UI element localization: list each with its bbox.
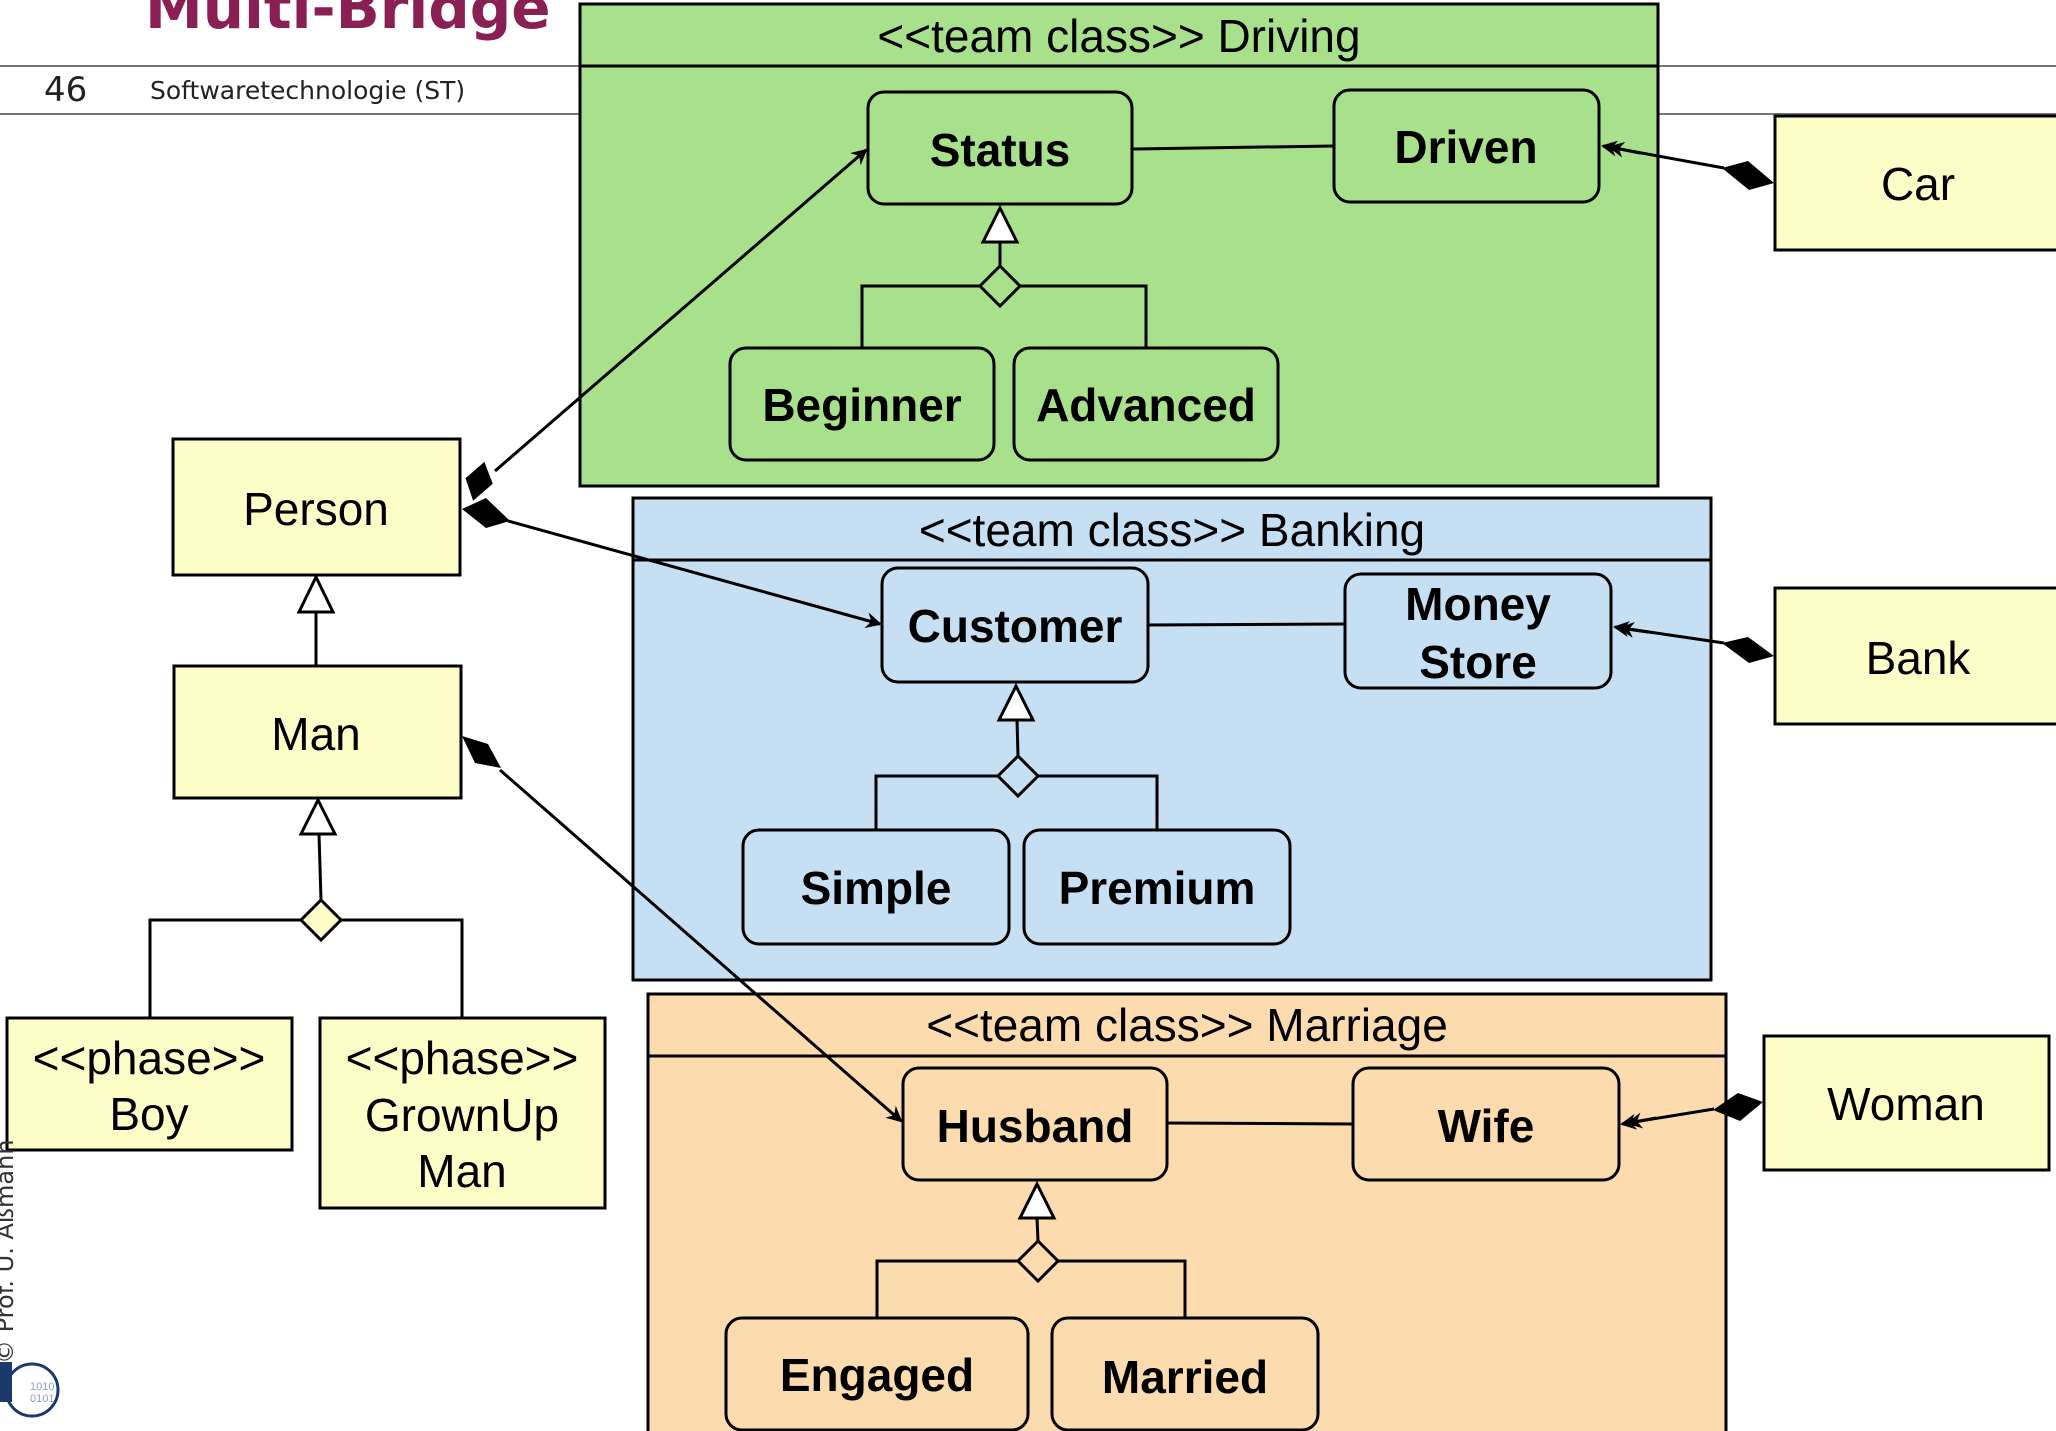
- generalization-diamond: [1015, 1238, 1061, 1284]
- class-bank-label: Bank: [1866, 632, 1972, 684]
- class-woman-label: Woman: [1827, 1078, 1985, 1130]
- svg-text:0101: 0101: [30, 1393, 54, 1405]
- role-status-label: Status: [930, 124, 1071, 176]
- class-man-label: Man: [271, 708, 360, 760]
- plays-relation-man-husband: [462, 736, 903, 1123]
- generalization-diamond: [995, 753, 1041, 799]
- class-grownup-label-2: Man: [417, 1145, 506, 1197]
- team-marriage: <<team class>> Marriage Husband Wife Eng…: [646, 992, 1728, 1431]
- class-woman: Woman: [1762, 1034, 2051, 1172]
- class-grownup-label-1: GrownUp: [365, 1089, 559, 1141]
- role-husband-label: Husband: [937, 1100, 1134, 1152]
- author-credit: © Prof. U. Aßmann: [0, 1139, 19, 1364]
- class-car: Car: [1773, 114, 2056, 252]
- role-customer-label: Customer: [908, 600, 1123, 652]
- svg-text:1010: 1010: [30, 1381, 54, 1393]
- team-marriage-header: <<team class>> Marriage: [926, 999, 1448, 1051]
- generalization-diamond: [298, 897, 344, 943]
- plays-relation-person-customer: [462, 498, 882, 628]
- role-money-store-label-1: Money: [1405, 578, 1551, 630]
- role-simple-label: Simple: [801, 862, 952, 914]
- role-engaged-label: Engaged: [780, 1349, 974, 1401]
- team-banking-header: <<team class>> Banking: [919, 504, 1425, 556]
- plays-relation-car-driven: [1601, 140, 1774, 190]
- role-beginner-label: Beginner: [762, 379, 961, 431]
- class-boy-label: Boy: [109, 1088, 188, 1140]
- plays-relation-person-status: [465, 148, 868, 501]
- class-boy-stereotype: <<phase>>: [33, 1032, 266, 1084]
- inheritance-triangle: [980, 204, 1020, 244]
- inheritance-triangle: [1017, 1180, 1057, 1220]
- role-driven-label: Driven: [1394, 121, 1537, 173]
- role-premium-label: Premium: [1059, 862, 1256, 914]
- role-wife-label: Wife: [1438, 1100, 1535, 1152]
- team-banking: <<team class>> Banking Customer Money St…: [631, 496, 1713, 982]
- class-bank: Bank: [1773, 586, 2056, 726]
- inheritance-triangle: [296, 573, 336, 614]
- role-advanced-label: Advanced: [1036, 379, 1256, 431]
- page-number: 46: [44, 70, 88, 110]
- team-driving-header: <<team class>> Driving: [877, 10, 1360, 62]
- class-car-label: Car: [1881, 158, 1955, 210]
- role-money-store: [1343, 572, 1613, 690]
- inheritance-triangle: [298, 796, 338, 836]
- class-grownup-stereotype: <<phase>>: [346, 1032, 579, 1084]
- inheritance-triangle: [996, 682, 1036, 722]
- course-name: Softwaretechnologie (ST): [150, 76, 466, 105]
- university-logo-icon: 1010 0101: [0, 1362, 60, 1418]
- slide-title: Multi-Bridge: [145, 0, 551, 42]
- class-boy: <<phase>> Boy: [5, 1016, 294, 1152]
- class-person-label: Person: [243, 483, 389, 535]
- class-man: Man: [172, 664, 463, 800]
- generalization-diamond: [977, 263, 1023, 309]
- class-grownup-man: <<phase>> GrownUp Man: [318, 1016, 607, 1210]
- role-money-store-label-2: Store: [1419, 636, 1537, 688]
- plays-relation-bank-moneystore: [1613, 621, 1774, 663]
- class-person: Person: [171, 437, 462, 577]
- plays-relation-woman-wife: [1620, 1093, 1763, 1130]
- team-driving: <<team class>> Driving Status Driven Beg…: [578, 2, 1660, 488]
- role-married-label: Married: [1102, 1351, 1268, 1403]
